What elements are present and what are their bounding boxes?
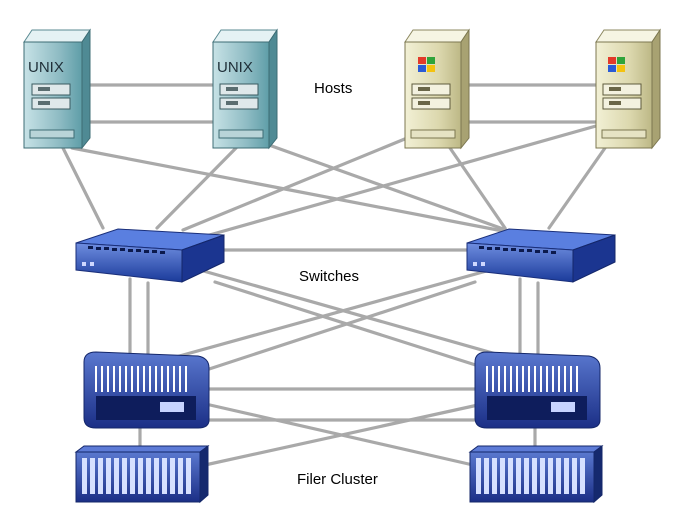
windows-host-2 [595,28,661,150]
cable-host2-switch-right [253,138,508,232]
fc-switch-left [75,228,225,283]
cable-host3-switch-right [448,146,507,230]
switch-port-row [479,246,556,254]
cable-host3-switch-left [181,134,414,232]
cables [61,83,607,467]
switch-port-row [88,246,165,254]
filer-cluster-label: Filer Cluster [297,471,378,488]
disk-shelf-left [74,445,210,504]
windows-logo-icon [418,57,435,72]
cable-switchL-dirR-b [213,280,487,370]
filer-vent-grille [95,366,187,392]
disk-drive-row [82,458,191,494]
fc-switch-right [466,228,616,283]
drive-bay-icon [219,83,259,110]
cable-switchL-dirR-a [198,268,512,360]
drive-bay-icon [31,83,71,110]
drive-bay-icon [602,83,642,110]
switches-label: Switches [299,268,360,285]
cable-host1-switch-left [61,146,105,230]
cable-host4-switch-right [547,146,607,230]
unix-host-2: UNIX [212,28,278,150]
filer-head-left [83,351,210,429]
disk-drive-row [476,458,585,494]
cable-dirR-filerL [203,403,480,467]
hosts-label: Hosts [314,80,353,97]
drive-bay-icon [411,83,451,110]
filer-vent-grille [486,366,578,392]
unix-host-1: UNIX [23,28,91,150]
disk-shelf-right [468,445,604,504]
cable-host1-switch-right [70,146,510,234]
windows-logo-icon [608,57,625,72]
cable-host2-switch-left [155,146,238,230]
windows-host-1 [404,28,470,150]
cable-switchR-dirL-a [163,268,492,362]
host-os-label: UNIX [217,59,253,76]
filer-head-right [474,351,601,429]
host-os-label: UNIX [28,59,64,76]
cable-host4-switch-left [204,124,598,238]
cable-switchR-dirL-b [198,280,477,374]
